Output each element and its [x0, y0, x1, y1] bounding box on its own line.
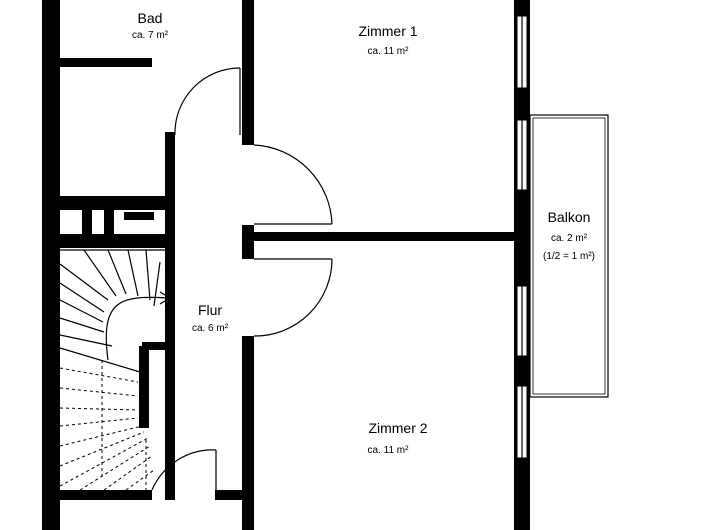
room-name-zimmer2: Zimmer 2	[368, 420, 427, 436]
room-area-balkon: ca. 2 m²	[551, 233, 588, 244]
flur-zimmer2-wall	[242, 336, 254, 530]
stair-landing-wall	[142, 342, 172, 350]
wall-junction	[242, 225, 254, 259]
room-name-bad: Bad	[138, 10, 163, 26]
bottom-wall-left	[60, 490, 152, 500]
bad-partition-wall	[60, 58, 152, 67]
stair-walking-line	[105, 296, 169, 361]
staircase	[59, 249, 172, 491]
shaft-block	[124, 212, 154, 220]
room-name-zimmer1: Zimmer 1	[358, 23, 417, 39]
bad-zimmer1-wall-upper	[242, 0, 254, 145]
door-zimmer2	[253, 258, 333, 337]
shaft-wall-top	[60, 196, 168, 210]
shaft-divider-1	[82, 208, 92, 238]
stair-wall	[139, 346, 149, 428]
door-zimmer1	[253, 144, 333, 225]
doors	[151, 67, 333, 491]
door-bad	[174, 67, 241, 136]
bottom-wall-right	[215, 490, 245, 500]
room-note-balkon: (1/2 = 1 m²)	[543, 251, 595, 262]
door-entrance	[151, 449, 217, 491]
room-area-bad: ca. 7 m²	[132, 30, 169, 41]
windows	[516, 15, 528, 459]
outer-wall-left	[42, 0, 60, 530]
balcony-railing	[529, 114, 609, 398]
room-name-flur: Flur	[198, 302, 222, 318]
room-area-zimmer1: ca. 11 m²	[368, 46, 410, 57]
room-area-zimmer2: ca. 11 m²	[368, 445, 410, 456]
room-name-balkon: Balkon	[548, 209, 591, 225]
room-labels: Bad ca. 7 m² Zimmer 1 ca. 11 m² Balkon c…	[132, 10, 595, 456]
flur-left-wall	[165, 132, 175, 500]
shaft-divider-2	[104, 208, 114, 238]
stair-arrow	[159, 291, 172, 305]
room-area-flur: ca. 6 m²	[192, 323, 229, 334]
zimmer1-zimmer2-wall	[254, 232, 518, 241]
walls	[42, 0, 530, 530]
